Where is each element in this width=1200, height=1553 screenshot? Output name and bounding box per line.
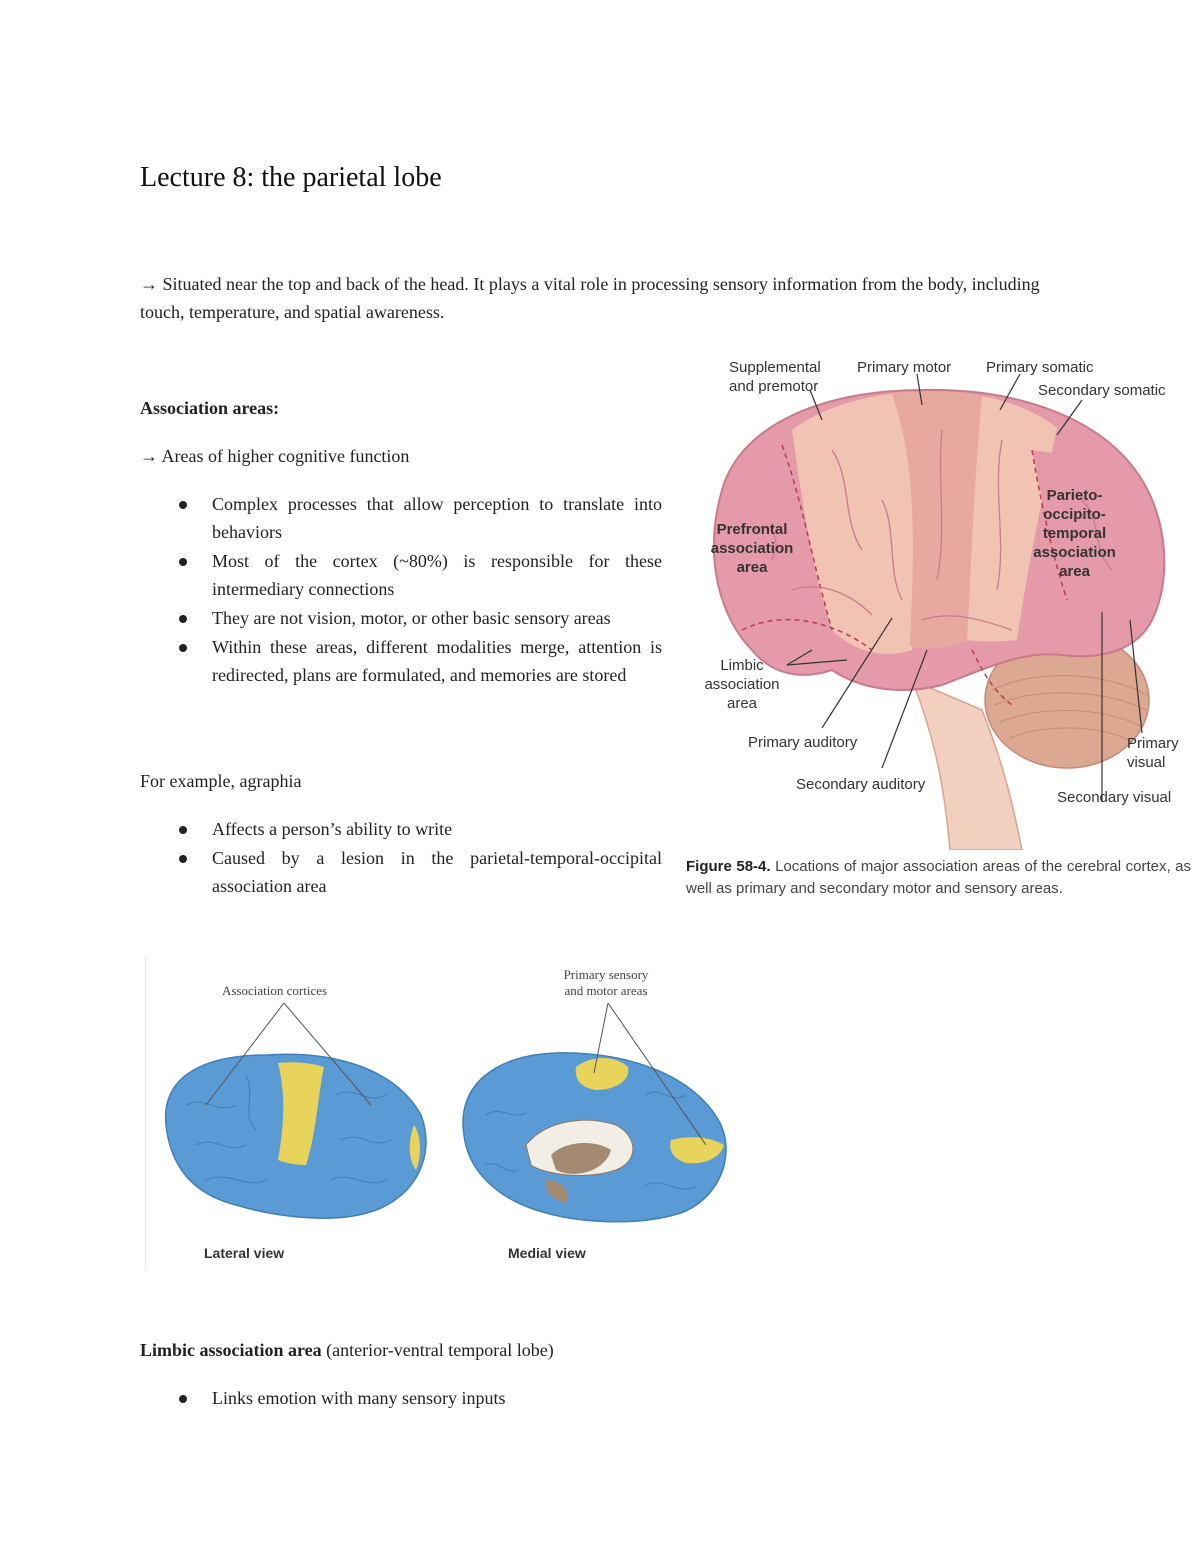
list-item: Most of the cortex (~80%) is responsible… [142,547,662,603]
list-item: Links emotion with many sensory inputs [142,1384,742,1412]
intro-paragraph: → Situated near the top and back of the … [140,274,1040,322]
limbic-subtitle: (anterior-ventral temporal lobe) [321,1340,554,1360]
brain-illustration [712,373,1166,851]
association-heading: Association areas: [140,398,280,418]
list-item: Within these areas, different modalities… [142,633,662,689]
label-limbic: Limbic association area [704,657,780,712]
page-title: Lecture 8: the parietal lobe [140,162,442,193]
cortices-figure: Association cortices Primary sensory and… [145,955,736,1270]
list-item: They are not vision, motor, or other bas… [142,604,662,632]
limbic-bullet-list: Links emotion with many sensory inputs [142,1384,742,1413]
association-subline: → Areas of higher cognitive function [140,446,410,466]
label-primary-sensory-motor: Primary sensory and motor areas [563,967,649,998]
figure-caption: Figure 58-4. Locations of major associat… [686,856,1191,900]
figure-number: Figure 58-4. [686,858,771,875]
label-supplemental: Supplemental and premotor [729,359,821,395]
label-association-cortices: Association cortices [222,983,328,998]
cortices-illustration [164,1002,727,1223]
limbic-heading-line: Limbic association area (anterior-ventra… [140,1336,554,1364]
figure-caption-text: Locations of major association areas of … [686,858,1191,897]
label-secondary-auditory: Secondary auditory [796,776,926,793]
label-primary-auditory: Primary auditory [748,734,858,751]
label-prefrontal: Prefrontal association area [710,521,794,576]
label-parieto: Parieto- occipito- temporal association … [1033,487,1116,580]
label-primary-motor: Primary motor [857,359,952,376]
label-primary-somatic: Primary somatic [986,359,1094,376]
limbic-heading: Limbic association area [140,1340,322,1360]
association-bullet-list: Complex processes that allow perception … [142,490,662,690]
label-lateral-view: Lateral view [204,1245,285,1261]
label-medial-view: Medial view [508,1245,586,1261]
list-item: Complex processes that allow perception … [142,490,662,546]
label-secondary-somatic: Secondary somatic [1038,382,1166,399]
list-item: Affects a person’s ability to write [142,815,662,843]
list-item: Caused by a lesion in the parietal-tempo… [142,844,662,900]
example-bullet-list: Affects a person’s ability to write Caus… [142,815,662,901]
example-line: For example, agraphia [140,771,302,791]
label-secondary-visual: Secondary visual [1057,789,1172,806]
brain-lateral-figure: Supplemental and premotor Primary motor … [682,350,1194,851]
label-primary-visual: Primary visual [1127,735,1179,771]
